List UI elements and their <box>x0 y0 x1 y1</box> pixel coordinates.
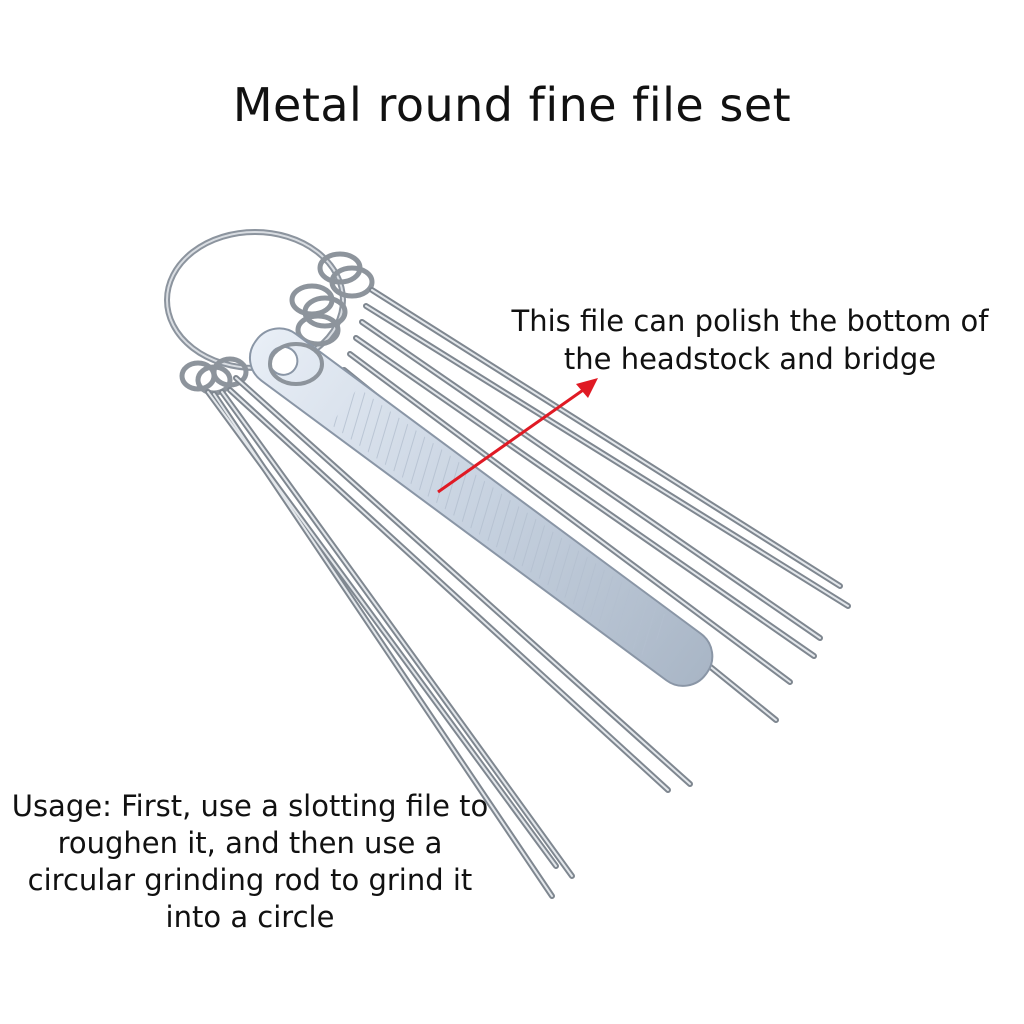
callout-arrow <box>437 378 598 494</box>
file-loops-upper <box>289 251 375 347</box>
callout-top-text: This file can polish the bottom of the h… <box>511 304 989 376</box>
flat-file <box>248 327 714 687</box>
flat-file-ring <box>268 342 324 386</box>
usage-text: Usage: First, use a slotting file to rou… <box>11 789 489 934</box>
page-title: Metal round fine file set <box>232 78 792 132</box>
